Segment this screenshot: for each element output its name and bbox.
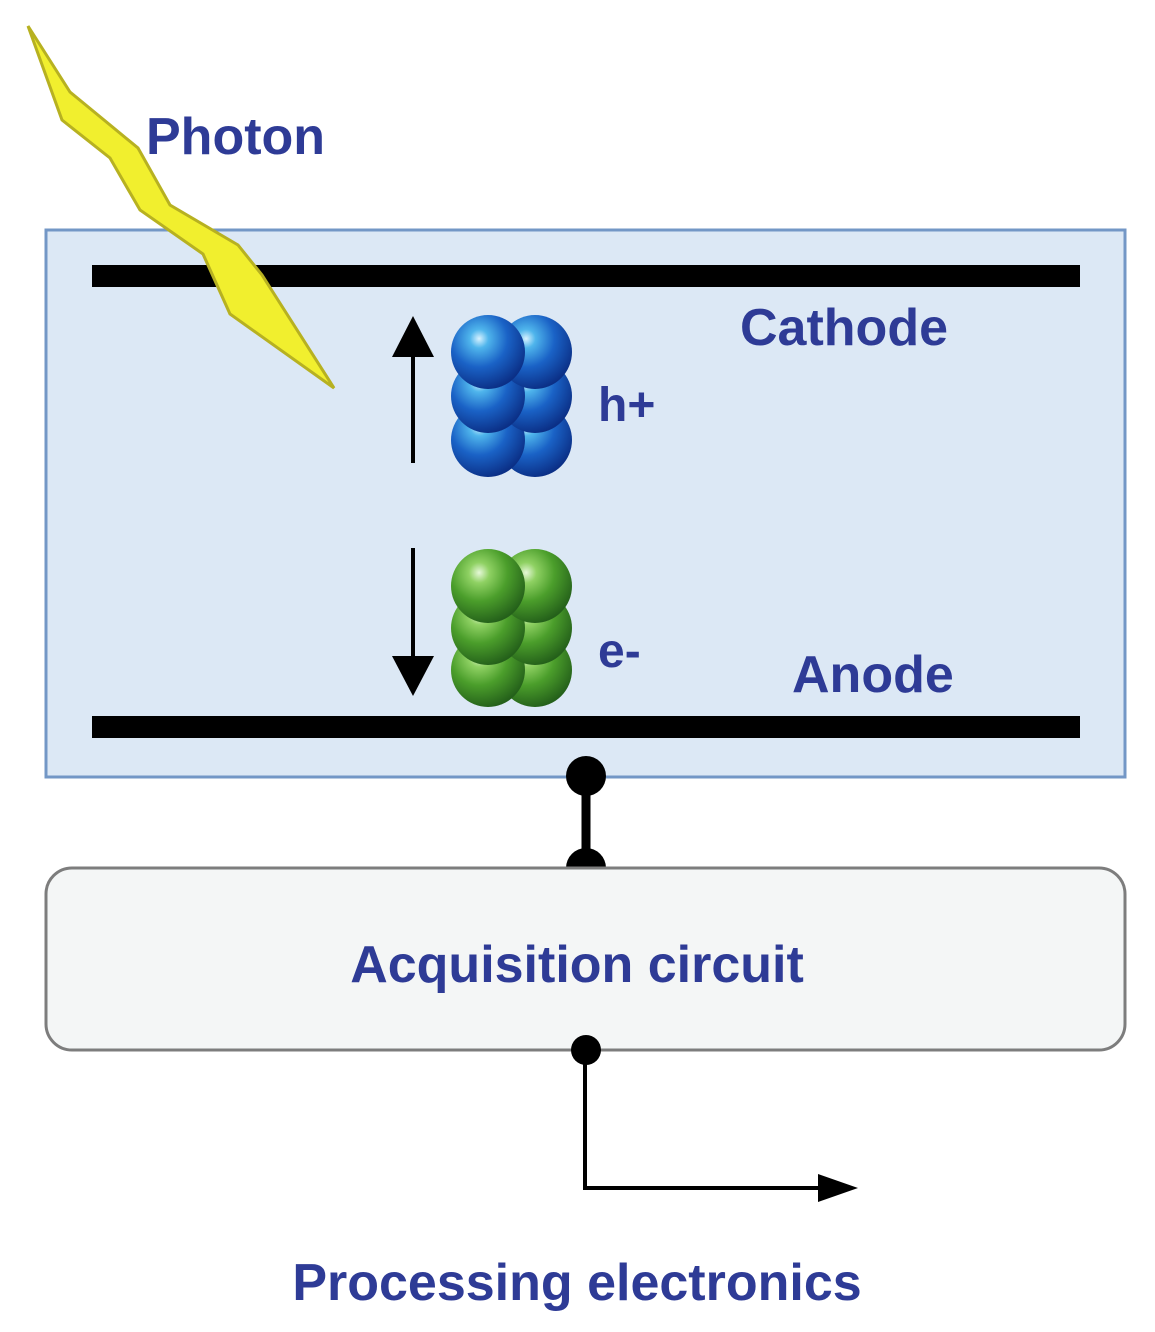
acquisition-circuit-label: Acquisition circuit	[350, 936, 804, 994]
processing-electronics-label: Processing electronics	[292, 1254, 861, 1312]
arrow-up-icon	[392, 316, 434, 357]
photon-label: Photon	[146, 108, 325, 166]
lightning-bolt-icon	[26, 25, 336, 390]
sphere-cluster-icon	[451, 315, 572, 477]
output-line	[583, 1050, 822, 1190]
detector-box	[44, 228, 1127, 779]
arrow-right-icon	[818, 1174, 858, 1202]
hole-label: h+	[598, 379, 655, 432]
anode-label: Anode	[792, 646, 954, 704]
connector-node	[566, 756, 606, 796]
sphere-cluster-icon	[451, 549, 572, 707]
anode-electrode	[92, 716, 1080, 738]
cathode-electrode	[92, 265, 1080, 287]
arrow-down-icon	[392, 656, 434, 696]
electron-label: e-	[598, 625, 641, 678]
cathode-label: Cathode	[740, 299, 948, 357]
